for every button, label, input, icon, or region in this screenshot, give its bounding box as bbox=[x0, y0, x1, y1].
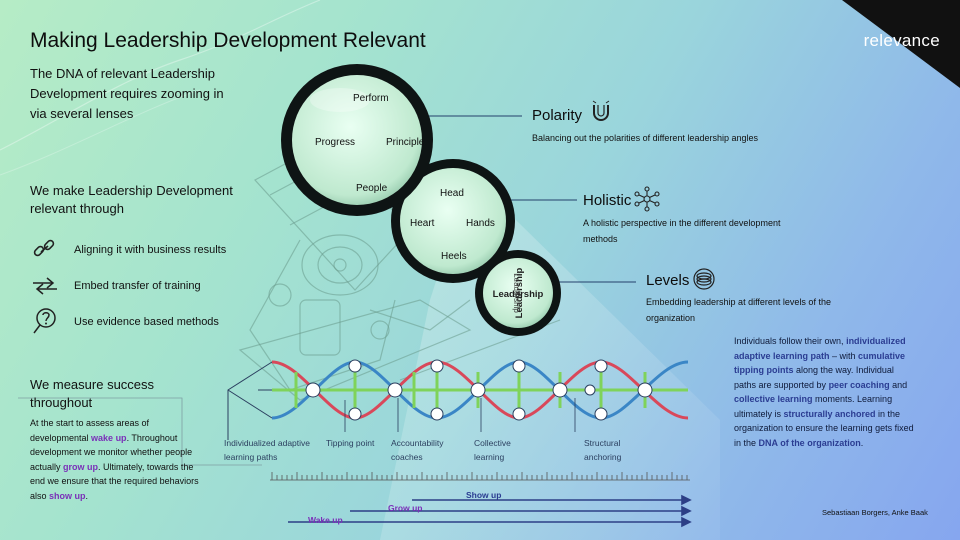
lens-word-perform: Perform bbox=[353, 93, 389, 104]
magnet-icon bbox=[592, 100, 610, 121]
holistic-description: A holistic perspective in the different … bbox=[583, 218, 781, 244]
chain-link-icon bbox=[33, 239, 55, 257]
strand-label-tipping-point: Tipping point bbox=[326, 438, 375, 448]
holistic-heading: Holistic bbox=[583, 192, 632, 209]
lens-word-heart: Heart bbox=[410, 218, 435, 229]
show-up-highlight: show up bbox=[49, 490, 86, 501]
transfer-arrows-icon bbox=[33, 277, 57, 295]
polarity-description: Balancing out the polarities of differen… bbox=[532, 133, 758, 143]
learning-path-text: Individuals follow their own, individual… bbox=[734, 336, 914, 448]
grow-up-label: Grow up bbox=[388, 503, 423, 513]
wake-up-label: Wake up bbox=[308, 515, 343, 525]
holistic-lens-glass bbox=[400, 168, 506, 274]
layers-icon bbox=[693, 268, 715, 290]
intro-text: The DNA of relevant Leadership Developme… bbox=[30, 66, 224, 121]
measure-heading: We measure success throughout bbox=[30, 377, 155, 410]
levels-heading: Levels bbox=[646, 272, 690, 289]
svg-text:Leadership: Leadership bbox=[493, 289, 544, 300]
show-up-label: Show up bbox=[466, 490, 502, 500]
svg-text:Leadership: Leadership bbox=[514, 267, 525, 318]
wake-up-highlight: wake up bbox=[91, 432, 127, 443]
page-title: Making Leadership Development Relevant bbox=[30, 29, 426, 52]
strand-label-learning-paths: Individualized adaptive learning paths bbox=[224, 438, 311, 462]
strand-label-structural: Structural anchoring bbox=[584, 438, 622, 462]
lens-word-heels: Heels bbox=[441, 251, 467, 262]
logo: relevance bbox=[863, 31, 940, 50]
lens-word-head: Head bbox=[440, 188, 464, 199]
relevant-item-2: Embed transfer of training bbox=[74, 280, 201, 292]
relevant-item-1: Aligning it with business results bbox=[74, 244, 227, 256]
lens-word-principle: Principle bbox=[386, 137, 425, 148]
polarity-lens-glass bbox=[292, 75, 422, 205]
relevant-heading: We make Leadership Development relevant … bbox=[30, 183, 233, 216]
magnifier-question-icon bbox=[33, 308, 56, 334]
lens-word-hands: Hands bbox=[466, 218, 495, 229]
relevant-item-3: Use evidence based methods bbox=[74, 316, 219, 328]
grow-up-highlight: grow up bbox=[63, 461, 99, 472]
strand-label-accountability: Accountability coaches bbox=[391, 438, 444, 462]
measure-text: At the start to assess areas of developm… bbox=[30, 418, 199, 501]
strand-label-collective: Collective learning bbox=[474, 438, 511, 462]
levels-description: Embedding leadership at different levels… bbox=[646, 297, 831, 323]
levels-lens: Leadership Leadership Leadership bbox=[475, 250, 561, 336]
svg-text:Leadership: Leadership bbox=[512, 273, 521, 313]
polarity-heading: Polarity bbox=[532, 107, 583, 124]
network-icon bbox=[634, 186, 660, 212]
credit: Sebastiaan Borgers, Anke Baak bbox=[822, 508, 928, 517]
lens-word-people: People bbox=[356, 183, 388, 194]
lens-word-progress: Progress bbox=[315, 137, 356, 148]
